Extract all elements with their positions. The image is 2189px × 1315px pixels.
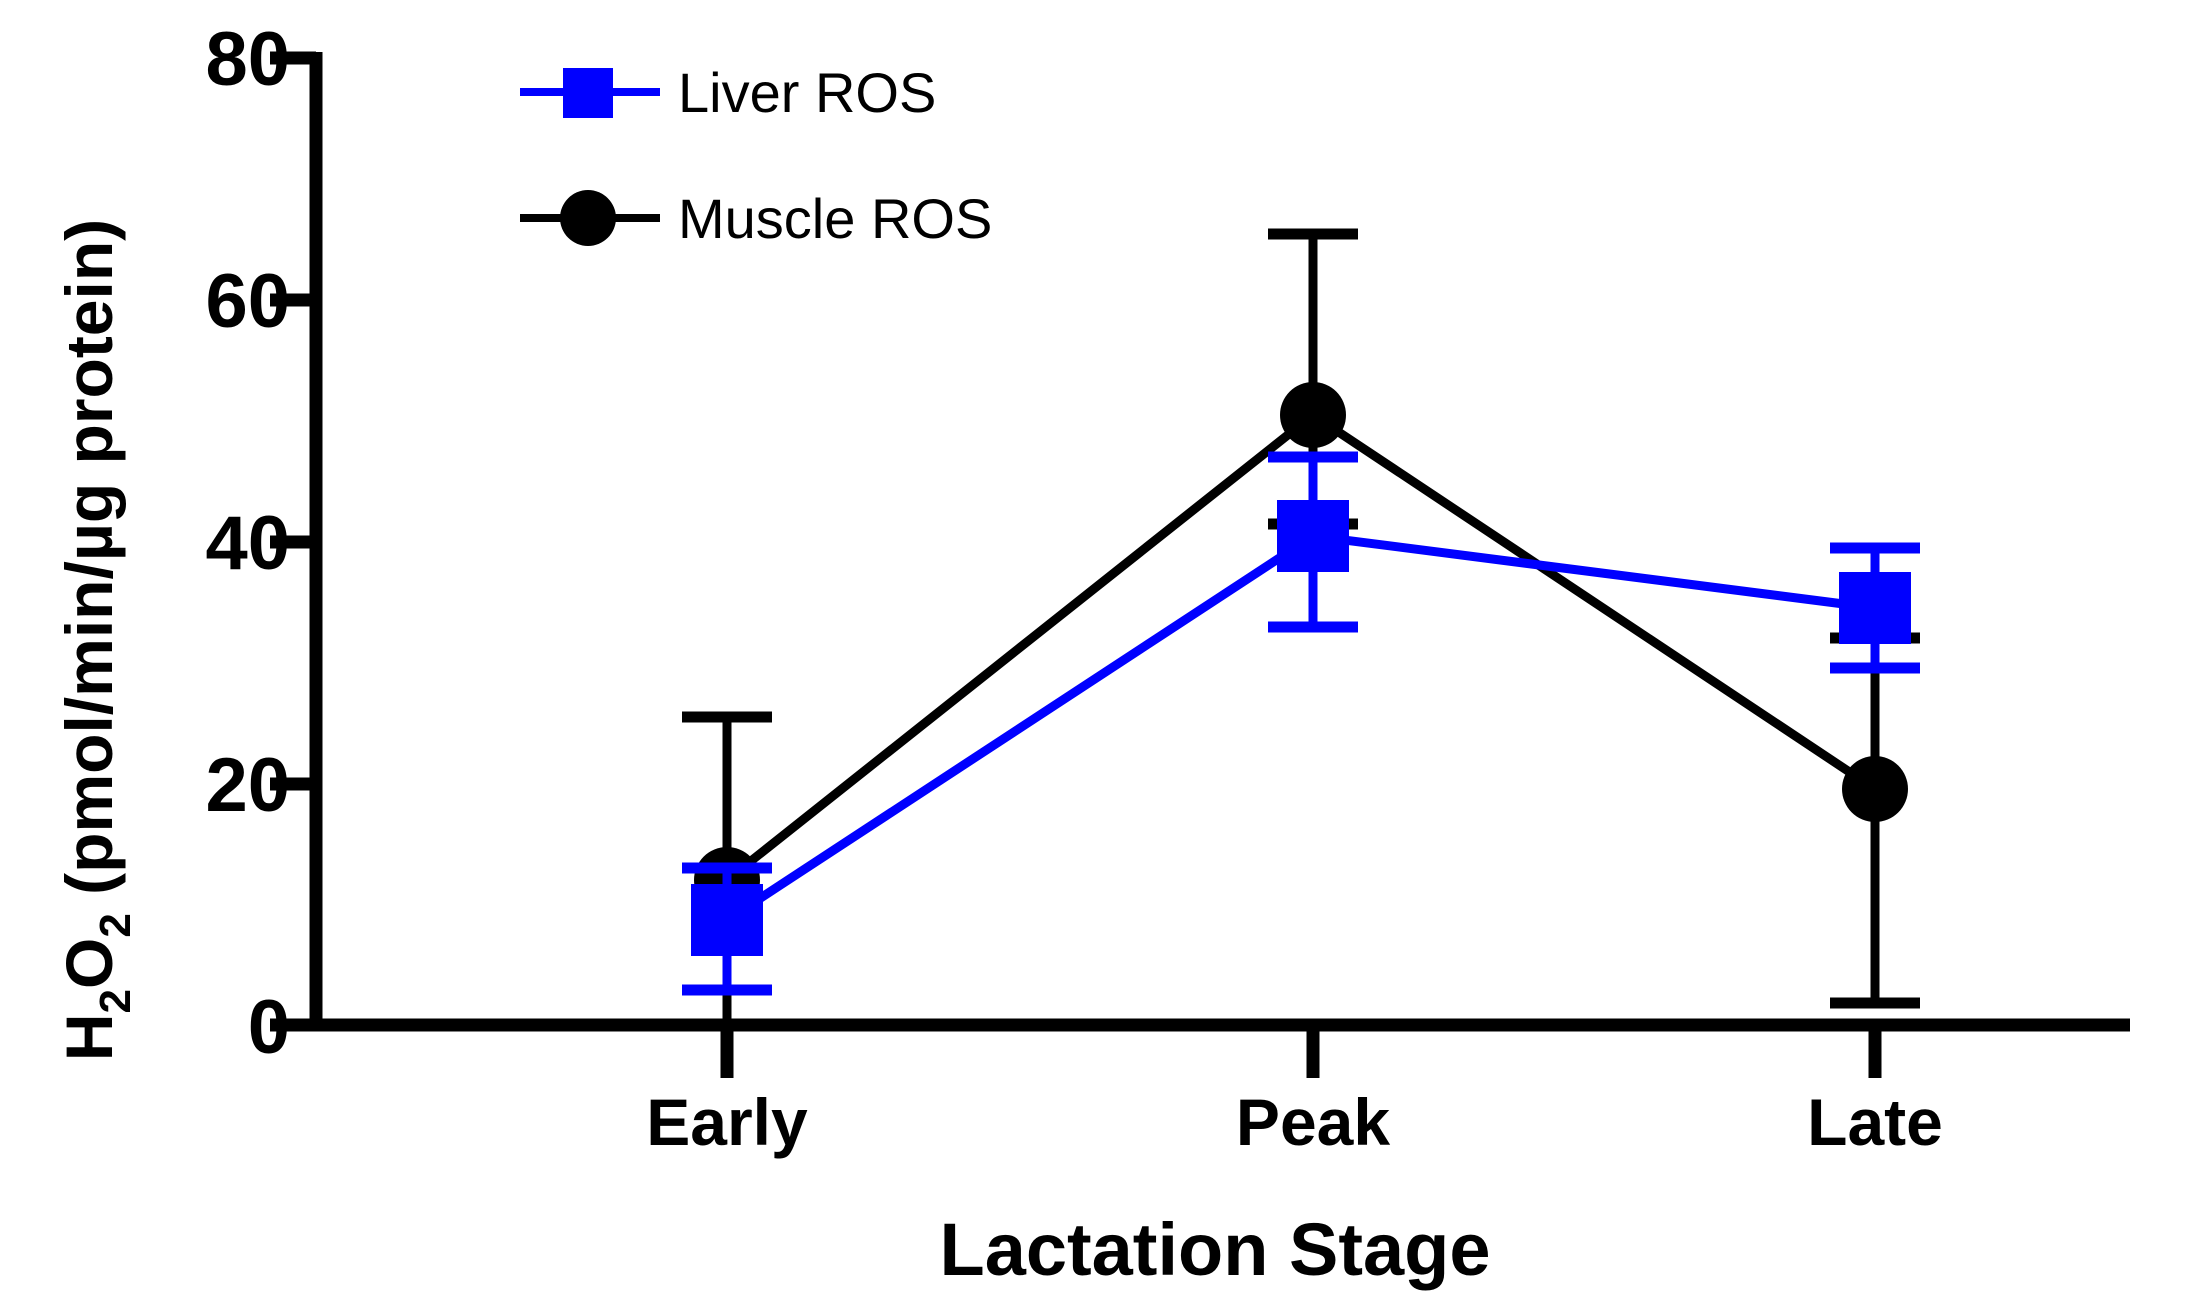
liver-ros-line [724,531,1876,924]
legend-item-muscle-ros[interactable]: Muscle ROS [520,187,992,250]
y-axis-title-o: O [52,938,126,989]
liver-ros-point-early[interactable] [691,884,763,956]
axis-lines [270,51,2130,1078]
legend-marker-circle-icon [560,190,616,246]
y-axis-title-h-sub: 2 [91,989,140,1013]
x-axis-category-labels: Early Peak Late [646,1085,1943,1159]
legend-item-liver-ros[interactable]: Liver ROS [520,61,936,124]
svg-text:H2O2 (pmol/min/µg protein): H2O2 (pmol/min/µg protein) [52,219,140,1061]
liver-ros-point-late[interactable] [1839,572,1911,644]
legend-label-liver-ros: Liver ROS [678,61,936,124]
x-category-label-early: Early [646,1085,808,1159]
x-category-label-peak: Peak [1236,1085,1390,1159]
chart-legend: Liver ROS Muscle ROS [520,61,992,250]
x-category-label-late: Late [1807,1085,1943,1159]
muscle-ros-point-peak[interactable] [1280,382,1346,448]
y-axis-title-h: H [52,1013,126,1061]
legend-marker-square-icon [563,68,613,118]
series-liver-ros [682,451,1920,996]
y-axis-title-rest: (pmol/min/µg protein) [52,219,126,913]
x-axis-title: Lactation Stage [940,1208,1491,1291]
y-axis-title: H2O2 (pmol/min/µg protein) [52,219,140,1061]
y-axis-title-o-sub: 2 [91,913,140,937]
liver-ros-point-peak[interactable] [1277,500,1349,572]
legend-label-muscle-ros: Muscle ROS [678,187,992,250]
muscle-ros-point-late[interactable] [1842,756,1908,822]
